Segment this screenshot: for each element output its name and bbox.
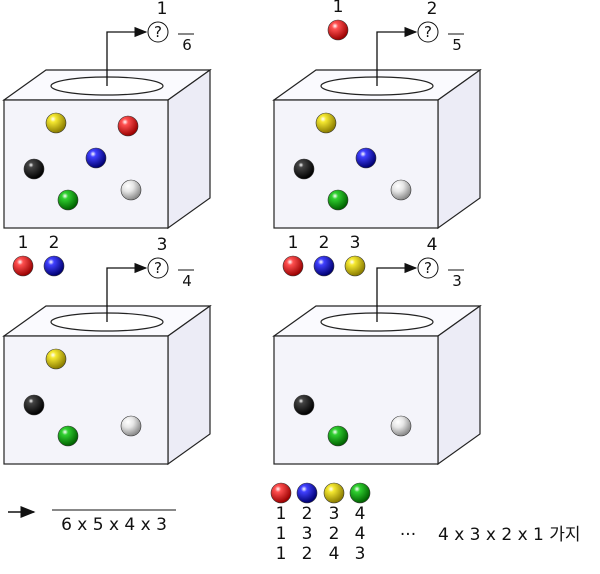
blue-ball	[43, 255, 65, 277]
question-circle	[147, 257, 169, 279]
box-2: ? 25 1	[272, 0, 482, 230]
red-ball	[12, 255, 34, 277]
green-ball	[327, 425, 349, 447]
yellow-ball	[45, 348, 67, 370]
blue-ball	[296, 482, 318, 504]
red-ball	[282, 255, 304, 277]
black-ball	[23, 394, 45, 416]
yellow-ball	[315, 112, 337, 134]
yellow-ball	[45, 112, 67, 134]
order-digit: 4	[355, 504, 366, 524]
order-digit: 4	[329, 544, 340, 564]
red-ball	[270, 482, 292, 504]
draw-number: 1	[157, 0, 168, 19]
picked-label: 1	[333, 0, 344, 17]
question-mark: ?	[424, 259, 432, 277]
draw-number: 2	[427, 0, 438, 19]
green-ball	[57, 425, 79, 447]
denominator: 5	[452, 36, 462, 54]
denominator: 6	[182, 36, 192, 54]
draw-number: 4	[427, 235, 438, 255]
box-1: ? 16	[2, 0, 212, 230]
question-circle	[147, 21, 169, 43]
draw-arrow	[376, 26, 418, 86]
total-formula: 6 x 5 x 4 x 3	[61, 515, 167, 535]
order-digit: 2	[302, 504, 313, 524]
white-ball	[390, 179, 412, 201]
white-ball	[120, 179, 142, 201]
green-ball	[349, 482, 371, 504]
order-digit: 1	[276, 524, 287, 544]
ellipsis: ···	[400, 525, 416, 545]
order-digit: 1	[276, 544, 287, 564]
blue-ball	[313, 255, 335, 277]
picked-label: 1	[18, 233, 29, 253]
blue-ball	[355, 147, 377, 169]
question-mark: ?	[154, 259, 162, 277]
picked-label: 2	[49, 233, 60, 253]
yellow-ball	[344, 255, 366, 277]
order-digit: 1	[276, 504, 287, 524]
draw-number: 3	[157, 235, 168, 255]
green-ball	[57, 189, 79, 211]
question-mark: ?	[154, 23, 162, 41]
white-ball	[390, 415, 412, 437]
denominator: 4	[182, 272, 192, 290]
green-ball	[327, 189, 349, 211]
order-digit: 4	[355, 524, 366, 544]
order-digit: 3	[302, 524, 313, 544]
order-digit: 3	[355, 544, 366, 564]
order-digit: 3	[329, 504, 340, 524]
blue-ball	[85, 147, 107, 169]
count-formula: 4 x 3 x 2 x 1 가지	[438, 525, 581, 545]
question-circle	[417, 21, 439, 43]
order-digit: 2	[302, 544, 313, 564]
red-ball	[327, 19, 349, 41]
picked-label: 3	[350, 233, 361, 253]
picked-label: 2	[319, 233, 330, 253]
draw-arrow	[376, 262, 418, 322]
draw-arrow	[106, 262, 148, 322]
order-digit: 2	[329, 524, 340, 544]
question-circle	[417, 257, 439, 279]
yellow-ball	[323, 482, 345, 504]
denominator: 3	[452, 272, 462, 290]
black-ball	[293, 158, 315, 180]
picked-label: 1	[288, 233, 299, 253]
black-ball	[23, 158, 45, 180]
red-ball	[117, 115, 139, 137]
white-ball	[120, 415, 142, 437]
draw-arrow	[106, 26, 148, 86]
black-ball	[293, 394, 315, 416]
question-mark: ?	[424, 23, 432, 41]
